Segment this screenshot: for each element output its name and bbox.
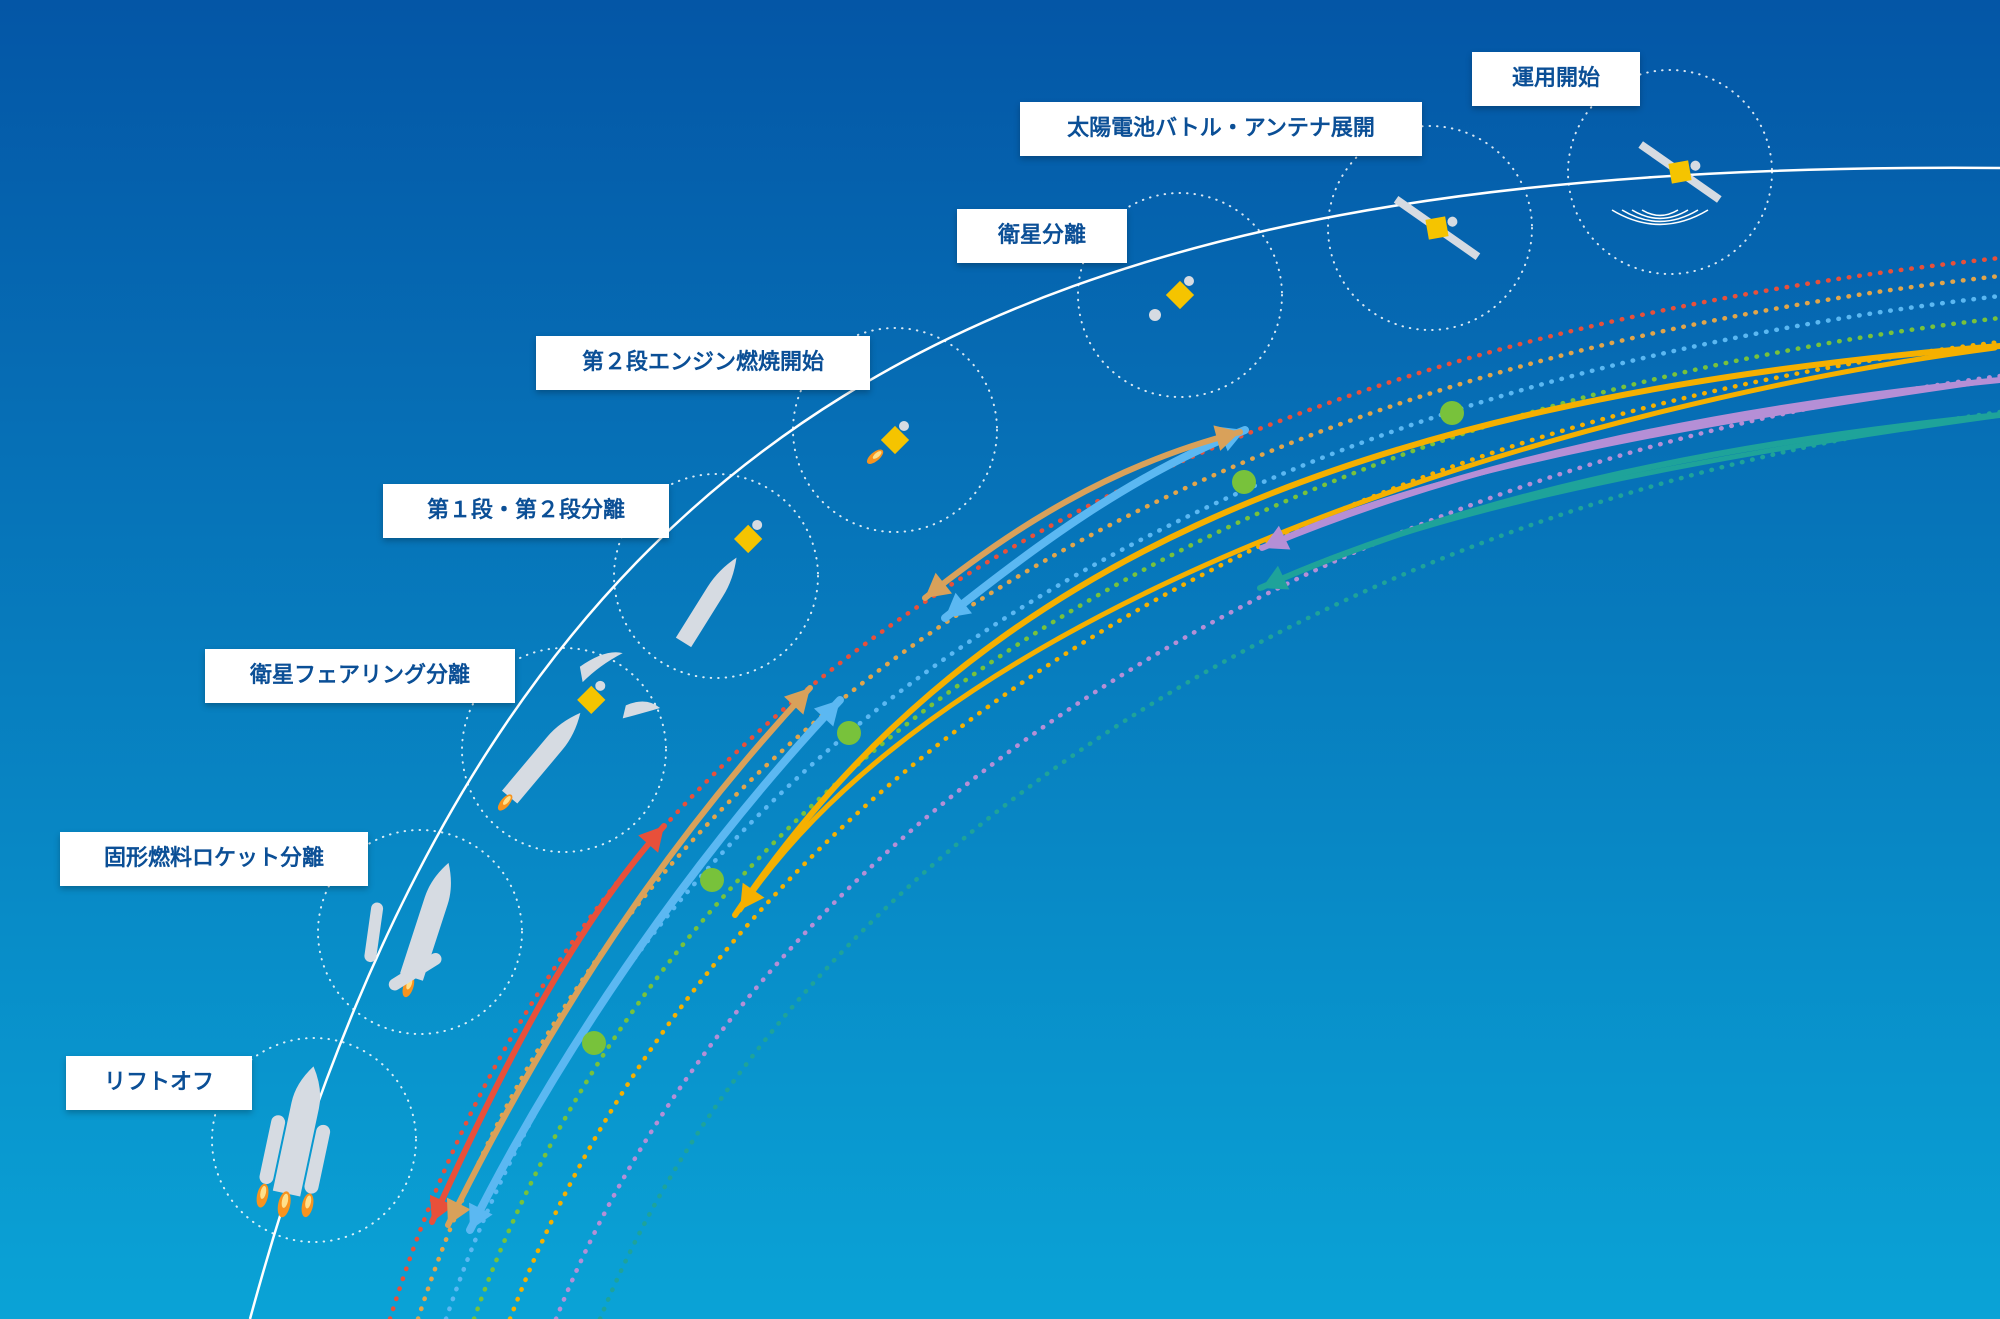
- rocket-liftoff-icon: [256, 1066, 331, 1218]
- phase-circle-7: [1327, 125, 1533, 331]
- launch-trajectory: [248, 166, 2000, 1319]
- phase-label-6: 衛星分離: [957, 209, 1127, 263]
- arrowhead-start-1: [429, 1194, 454, 1222]
- orbit-band-dotted-5: [507, 339, 2000, 1319]
- link-arrow-4: [941, 426, 1249, 622]
- satellite-deploy-icon: [1393, 196, 1481, 260]
- arrowhead-end-8: [1262, 565, 1290, 590]
- phase-circle-3: [461, 647, 667, 853]
- link-arrow-2: [445, 685, 813, 1228]
- arrowhead-start-2: [446, 1197, 471, 1225]
- orbit-band-dotted-2: [415, 273, 2000, 1319]
- band-node-4: [1232, 470, 1256, 494]
- link-arrow-3: [466, 696, 844, 1234]
- orbit-band-solid-5: [732, 343, 2000, 918]
- phase-label-1: リフトオフ: [66, 1056, 252, 1110]
- link-arrow-1: [429, 823, 667, 1225]
- link-arrow-6: [737, 345, 1998, 913]
- link-arrow-7: [1260, 377, 1998, 551]
- node-group: [582, 401, 1464, 1055]
- rocket-booster-separation-icon: [364, 862, 451, 998]
- arrowhead-end-3: [813, 700, 840, 727]
- satellite-operation-icon: [1638, 141, 1722, 203]
- phase-label-5: 第２段エンジン燃焼開始: [536, 336, 870, 390]
- orbit-band-dotted-7: [597, 409, 2000, 1319]
- arrowhead-start-5: [925, 572, 953, 598]
- phase-label-8: 運用開始: [1472, 52, 1640, 106]
- phase-circle-4: [613, 473, 819, 679]
- phase-label-3: 衛星フェアリング分離: [205, 649, 515, 703]
- arrowhead-start-3: [469, 1202, 493, 1230]
- arrowhead-end-6: [740, 882, 765, 910]
- phase-circle-5: [792, 327, 998, 533]
- arrowhead-end-5: [1213, 425, 1240, 451]
- arrowhead-start-4: [945, 592, 972, 618]
- link-arrow-group: [429, 345, 1998, 1234]
- phase-label-7: 太陽電池バトル・アンテナ展開: [1020, 102, 1422, 156]
- orbit-band-dotted-4: [471, 315, 2000, 1319]
- rocket-fairing-separation-icon: [497, 652, 661, 811]
- phase-circle-group: [211, 69, 1773, 1243]
- arrowhead-end-1: [638, 826, 664, 853]
- phase-circle-6: [1077, 192, 1283, 398]
- band-node-5: [1440, 401, 1464, 425]
- satellite-separation-icon: [1149, 276, 1195, 321]
- arrowhead-end-2: [784, 688, 810, 715]
- phase-label-2: 固形燃料ロケット分離: [60, 832, 368, 886]
- orbit-band-dotted-1: [387, 255, 2000, 1319]
- orbit-band-dotted-6: [553, 373, 2000, 1319]
- band-node-3: [837, 721, 861, 745]
- phase-circle-1: [211, 1037, 417, 1243]
- link-arrow-5: [922, 429, 1243, 601]
- second-stage-ignition-icon: [866, 421, 910, 464]
- phase-circle-2: [317, 829, 523, 1035]
- link-arrow-8: [1259, 413, 1998, 591]
- arrowhead-end-7: [1263, 525, 1291, 550]
- signal-waves-icon: [1611, 209, 1709, 226]
- band-node-1: [582, 1031, 606, 1055]
- band-node-2: [700, 868, 724, 892]
- phase-label-4: 第１段・第２段分離: [383, 484, 669, 538]
